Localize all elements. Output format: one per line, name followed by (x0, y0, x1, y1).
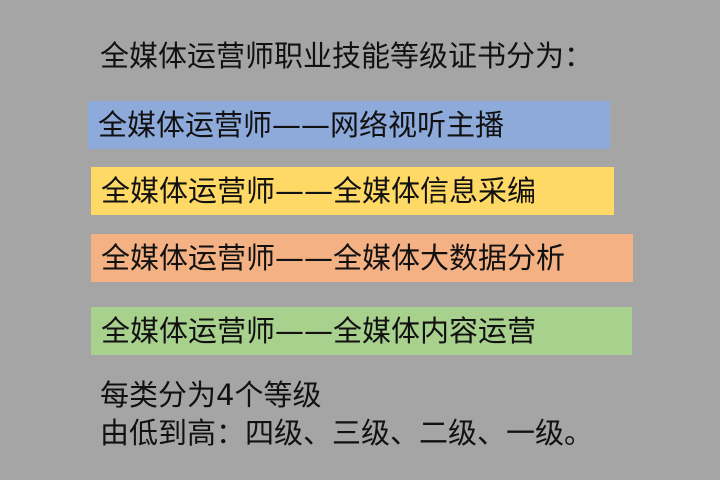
category-label: 全媒体运营师——全媒体信息采编 (101, 174, 537, 208)
level-count-text: 每类分为4个等级 (100, 378, 322, 412)
level-description: 每类分为4个等级 由低到高：四级、三级、二级、一级。 (100, 376, 593, 452)
category-label: 全媒体运营师——全媒体内容运营 (101, 314, 537, 348)
category-label: 全媒体运营师——网络视听主播 (98, 108, 505, 142)
category-band-content-operation: 全媒体运营师——全媒体内容运营 (91, 307, 632, 355)
slide-title: 全媒体运营师职业技能等级证书分为： (100, 39, 594, 73)
category-band-info-editing: 全媒体运营师——全媒体信息采编 (91, 167, 614, 215)
category-band-big-data-analysis: 全媒体运营师——全媒体大数据分析 (91, 234, 633, 282)
level-order-text: 由低到高：四级、三级、二级、一级。 (100, 416, 594, 450)
category-label: 全媒体运营师——全媒体大数据分析 (101, 241, 566, 275)
category-band-network-av-anchor: 全媒体运营师——网络视听主播 (88, 101, 610, 149)
